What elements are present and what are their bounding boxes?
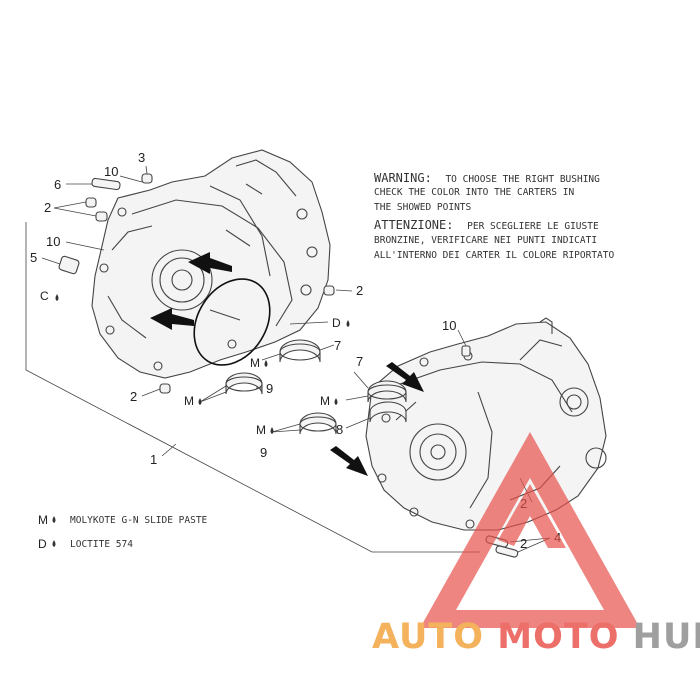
callout-6: 6 bbox=[54, 177, 61, 192]
attenzione-line2: BRONZINE, VERIFICARE NEI PUNTI INDICATI bbox=[374, 235, 597, 246]
letter-m: M bbox=[184, 394, 194, 408]
svg-text:WARNING: TO CHOOSE THE R: WARNING: TO CHOOSE THE RIGHT BUSHING bbox=[374, 167, 600, 186]
callout-2: 2 bbox=[44, 200, 51, 215]
triangle-logo-icon bbox=[420, 432, 640, 628]
callout-5: 5 bbox=[30, 250, 37, 265]
attenzione-line1: PER SCEGLIERE LE GIUSTE bbox=[467, 221, 599, 232]
watermark-auto: AUTO bbox=[372, 617, 484, 657]
callout-2: 2 bbox=[356, 283, 363, 298]
callout-7: 7 bbox=[334, 338, 341, 353]
callout-10: 10 bbox=[46, 234, 60, 249]
letter-d: D bbox=[332, 316, 341, 330]
callout-numbers: 1 2 2 2 2 2 3 4 5 6 7 7 8 9 9 10 10 10 bbox=[30, 150, 561, 551]
callout-3: 3 bbox=[138, 150, 145, 165]
callout-1: 1 bbox=[150, 452, 157, 467]
warning-line2: CHECK THE COLOR INTO THE CARTERS IN bbox=[374, 187, 574, 198]
callout-2: 2 bbox=[520, 536, 527, 551]
callout-7: 7 bbox=[356, 354, 363, 369]
leader-lines bbox=[25, 165, 551, 553]
drop-icon bbox=[270, 427, 274, 434]
drop-icon bbox=[55, 294, 59, 301]
drop-icon bbox=[198, 398, 202, 405]
callout-10: 10 bbox=[104, 164, 118, 179]
letter-m: M bbox=[256, 423, 266, 437]
warning-line3: THE SHOWED POINTS bbox=[374, 202, 472, 213]
drop-icon bbox=[52, 516, 56, 523]
right-crankcase-half bbox=[365, 317, 607, 531]
callout-2: 2 bbox=[130, 389, 137, 404]
watermark-hub: HUB bbox=[633, 617, 700, 657]
callout-9: 9 bbox=[266, 381, 273, 396]
attenzione-label: ATTENZIONE: bbox=[374, 218, 453, 232]
legend-d-text: LOCTITE 574 bbox=[70, 539, 133, 550]
legend: M MOLYKOTE G-N SLIDE PASTE D LOCTITE 574 bbox=[38, 513, 208, 551]
letter-m: M bbox=[320, 394, 330, 408]
watermark-moto: MOTO bbox=[497, 617, 619, 657]
legend-d-letter: D bbox=[38, 537, 47, 551]
small-parts bbox=[58, 173, 519, 558]
callout-9: 9 bbox=[260, 445, 267, 460]
drop-icon bbox=[264, 360, 268, 367]
material-letters: C D M M M M bbox=[40, 289, 350, 437]
warning-label: WARNING: bbox=[374, 171, 432, 185]
direction-arrows bbox=[150, 252, 424, 476]
drop-icon bbox=[52, 540, 56, 547]
warning-line1: TO CHOOSE THE RIGHT BUSHING bbox=[445, 174, 600, 185]
watermark-logo: AUTO MOTO HUB bbox=[372, 432, 700, 657]
callout-10: 10 bbox=[442, 318, 456, 333]
letter-c: C bbox=[40, 289, 49, 303]
svg-text:ATTENZIONE: PER SCEGLIER: ATTENZIONE: PER SCEGLIERE LE GIUSTE bbox=[374, 214, 599, 233]
legend-m-text: MOLYKOTE G-N SLIDE PASTE bbox=[70, 515, 208, 526]
attenzione-line3: ALL'INTERNO DEI CARTER IL COLORE RIPORTA… bbox=[374, 250, 614, 261]
drop-icon bbox=[346, 320, 350, 327]
callout-8: 8 bbox=[336, 422, 343, 437]
drop-icon bbox=[334, 398, 338, 405]
warning-note: WARNING: TO CHOOSE THE RIGHT BUSHING CHE… bbox=[374, 167, 614, 261]
bushing-highlight-ellipse bbox=[193, 278, 271, 366]
letter-m: M bbox=[250, 356, 260, 370]
svg-text:AUTO MOTO HUB: AUTO MOTO HUB bbox=[372, 617, 700, 657]
legend-m-letter: M bbox=[38, 513, 48, 527]
